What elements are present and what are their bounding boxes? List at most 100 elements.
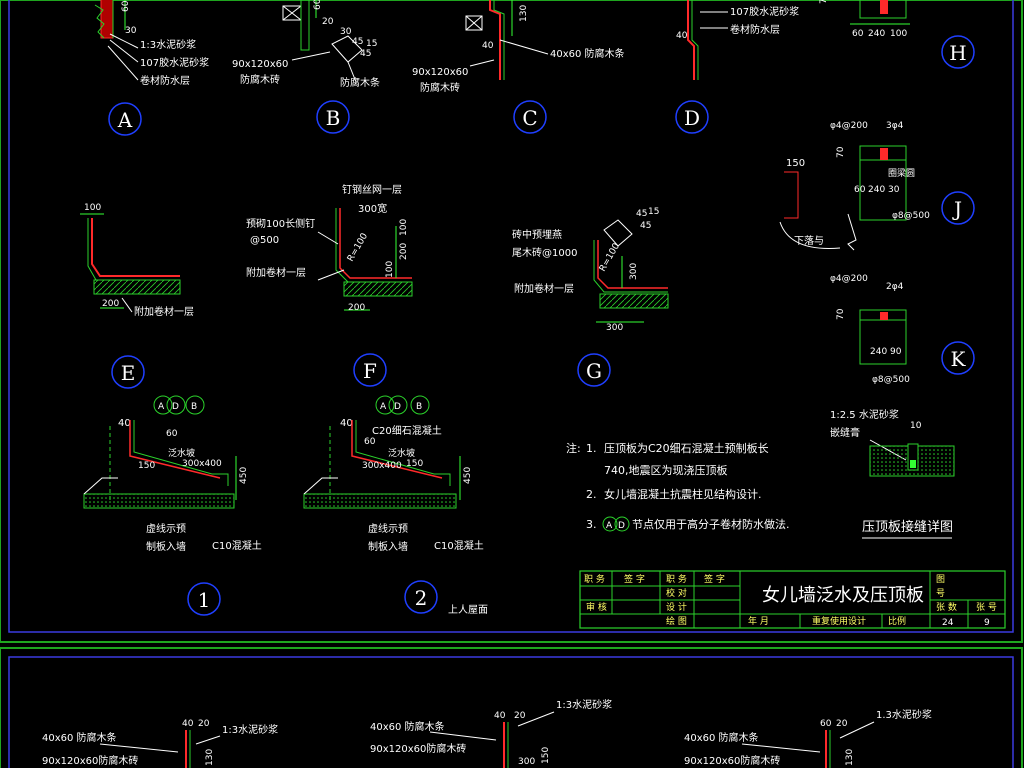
tb-row2-b: 张 号: [976, 602, 997, 613]
dim-1-450: 450: [239, 467, 249, 484]
note-b-2: 防腐木砖: [240, 73, 280, 86]
detail-h: 60 240 100 70 H: [819, 0, 975, 69]
marker-f: [353, 353, 387, 387]
bottom-note-7: 40x60 防腐木条: [684, 731, 759, 744]
note-f-4: @500: [250, 235, 279, 246]
ref-2-b: [410, 395, 430, 415]
bottom-note-2: 90x120x60防腐木砖: [42, 754, 138, 767]
dim-k-90: 90: [890, 347, 902, 357]
note-j-3: 圈梁圆: [888, 167, 915, 179]
marker-j: [941, 191, 975, 225]
marker-h: [941, 35, 975, 69]
joint-dim-10: 10: [910, 421, 922, 431]
note-d-1: 107胶水泥砂浆: [730, 5, 799, 18]
ref-1-b-text: B: [191, 402, 197, 412]
note-g-2: 尾木砖@1000: [512, 246, 577, 259]
ref-1-b: [185, 395, 205, 415]
detail-d: 107胶水泥砂浆 卷材防水层 40 D: [675, 0, 799, 134]
dim-b-45b: 45: [360, 49, 371, 59]
drawing-frame: [8, 0, 1014, 633]
notes-ref-d-text: D: [618, 521, 625, 531]
label-a: A: [117, 108, 133, 132]
note-c-2: 90x120x60: [412, 67, 468, 78]
ref-2-a-text: A: [380, 402, 387, 412]
note-a-1: 1:3水泥砂浆: [140, 38, 196, 51]
note-k-1: φ4@200: [830, 274, 868, 284]
note-d-2: 卷材防水层: [730, 23, 780, 36]
tb-cell-6: 审 核: [586, 601, 607, 613]
marker-a: [108, 102, 142, 136]
dim-b-20: 20: [322, 17, 334, 27]
note-g-3: 附加卷材一层: [514, 282, 574, 295]
tb-cell-4: 签 字: [704, 573, 725, 585]
notes-ref-a: [602, 516, 618, 532]
ref-2-b-text: B: [416, 402, 422, 412]
dim-1-40: 40: [118, 418, 131, 429]
note-1-2: 制板入墙: [146, 540, 186, 553]
note-c-3: 防腐木砖: [420, 81, 460, 94]
note-f-1: 钉钢丝网一层: [342, 183, 402, 196]
bottom-dim-1: 40: [182, 719, 194, 729]
tb-cell-10: 重复使用设计: [812, 615, 866, 627]
label-e: E: [121, 361, 136, 385]
dim-1-60: 60: [166, 429, 178, 439]
dim-b-45: 45: [352, 37, 363, 47]
note-a-2: 107胶水泥砂浆: [140, 56, 209, 69]
joint-note-1: 1:2.5 水泥砂浆: [830, 408, 899, 421]
label-c: C: [522, 106, 537, 130]
detail-j: φ4@200 3φ4 圈梁圆 60 240 30 φ8@500 70 150 下…: [779, 121, 975, 251]
notes-1-text: 压顶板为C20细石混凝土预制板长: [604, 441, 769, 455]
detail-e: 100 200 附加卷材一层 E: [80, 203, 194, 389]
tb-row1-b: 号: [936, 588, 945, 599]
tb-cell-3: 职 务: [666, 573, 687, 585]
note-j-2: 3φ4: [886, 121, 904, 131]
note-2-slope: 泛水坡: [388, 447, 415, 459]
tb-cell-5: 校 对: [666, 587, 687, 599]
dim-j-30: 30: [888, 185, 900, 195]
tb-row2-a: 张 数: [936, 601, 957, 613]
tb-cell-9: 年 月: [748, 615, 769, 627]
sheet-border-2: [0, 647, 1023, 768]
detail-2: A D B 40 C20细石混凝土 60 泛水坡 300x400 150 450…: [303, 395, 488, 616]
note-b-1: 90x120x60: [232, 59, 288, 70]
bottom-dim-3: 130: [205, 749, 215, 766]
dim-g-15: 15: [648, 207, 659, 217]
bottom-note-9: 1.3水泥砂浆: [876, 708, 932, 721]
label-k: K: [951, 347, 967, 371]
dim-2-40: 40: [340, 418, 353, 429]
note-j-5: 下落与: [794, 235, 824, 247]
dim-d-40: 40: [676, 31, 688, 41]
notes-ref-d: [614, 516, 630, 532]
tb-row1-a: 图: [936, 574, 945, 585]
notes-2-num: 2.: [586, 488, 597, 501]
note-f-5: 附加卷材一层: [246, 266, 306, 279]
dim-e-200: 200: [102, 299, 119, 309]
bottom-dim-6: 300: [518, 757, 535, 767]
dim-f-200b: 200: [348, 303, 365, 313]
tb-cell-1: 职 务: [584, 573, 605, 585]
bottom-note-4: 40x60 防腐木条: [370, 720, 445, 733]
note-g-1: 砖中预埋燕: [512, 228, 562, 241]
note-2-150: 150: [406, 459, 423, 469]
notes-2-text: 女儿墙混凝土抗震柱见结构设计.: [604, 487, 762, 501]
dim-a-60: 60: [121, 0, 131, 12]
caption-2: 上人屋面: [448, 604, 488, 616]
label-1: 1: [198, 588, 211, 612]
note-f-2: 300宽: [358, 202, 387, 215]
joint-title: 压顶板接缝详图: [862, 519, 953, 535]
note-a-3: 卷材防水层: [140, 74, 190, 87]
notes-3-num: 3.: [586, 518, 597, 531]
note-2-size: 300x400: [362, 461, 402, 471]
bottom-dim-4: 40: [494, 711, 506, 721]
ref-1-a-text: A: [158, 402, 165, 412]
dim-f-100: 100: [399, 219, 409, 236]
bottom-dim-8: 60: [820, 719, 832, 729]
label-g: G: [586, 359, 602, 383]
ref-2-d-text: D: [394, 402, 401, 412]
note-b-3: 防腐木条: [340, 76, 380, 89]
ref-1-d: [166, 395, 186, 415]
bottom-dim-7: 150: [541, 747, 551, 764]
dim-h-100: 100: [890, 29, 907, 39]
dim-2-450: 450: [463, 467, 473, 484]
dim-2-60: 60: [364, 437, 376, 447]
